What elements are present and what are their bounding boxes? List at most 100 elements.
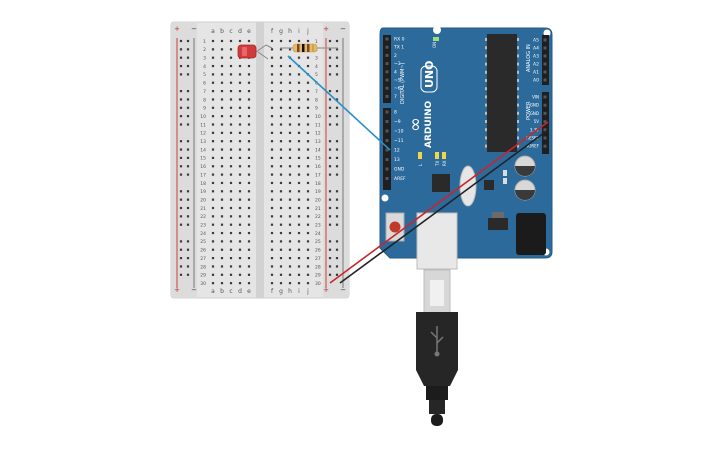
rail-hole[interactable] [335, 73, 339, 76]
breadboard-hole[interactable] [220, 248, 224, 251]
breadboard-hole[interactable] [279, 56, 283, 59]
breadboard-hole[interactable] [229, 48, 233, 51]
breadboard-hole[interactable] [238, 123, 242, 126]
rail-hole[interactable] [186, 73, 190, 76]
rail-hole[interactable] [335, 265, 339, 268]
rail-hole[interactable] [179, 257, 183, 260]
rail-hole[interactable] [186, 90, 190, 93]
breadboard-hole[interactable] [297, 90, 301, 93]
breadboard-hole[interactable] [211, 148, 215, 151]
breadboard-hole[interactable] [270, 115, 274, 118]
rail-hole[interactable] [328, 165, 332, 168]
header-pin[interactable] [385, 37, 389, 41]
rail-hole[interactable] [186, 140, 190, 143]
breadboard-hole[interactable] [279, 273, 283, 276]
breadboard-hole[interactable] [270, 123, 274, 126]
breadboard-hole[interactable] [211, 140, 215, 143]
rail-hole[interactable] [328, 206, 332, 210]
breadboard-hole[interactable] [297, 181, 301, 185]
breadboard-hole[interactable] [247, 115, 251, 118]
header-pin[interactable] [543, 78, 547, 82]
rail-hole[interactable] [186, 98, 190, 101]
rail-hole[interactable] [179, 148, 183, 151]
breadboard-hole[interactable] [238, 156, 242, 159]
breadboard-hole[interactable] [238, 248, 242, 251]
breadboard-hole[interactable] [306, 39, 310, 43]
breadboard-hole[interactable] [288, 156, 292, 159]
breadboard-hole[interactable] [279, 223, 283, 226]
rail-hole[interactable] [335, 257, 339, 260]
breadboard-hole[interactable] [247, 181, 251, 185]
breadboard-hole[interactable] [211, 223, 215, 226]
breadboard-hole[interactable] [270, 131, 274, 134]
breadboard-hole[interactable] [306, 123, 310, 126]
breadboard-hole[interactable] [229, 257, 233, 260]
rail-hole[interactable] [186, 206, 190, 210]
breadboard-hole[interactable] [247, 215, 251, 218]
breadboard-hole[interactable] [220, 265, 224, 268]
rail-hole[interactable] [186, 115, 190, 118]
rail-hole[interactable] [179, 215, 183, 218]
breadboard-hole[interactable] [220, 90, 224, 93]
rail-hole[interactable] [179, 123, 183, 126]
breadboard-hole[interactable] [297, 106, 301, 109]
header-pin[interactable] [543, 144, 547, 148]
rail-hole[interactable] [328, 106, 332, 109]
breadboard-hole[interactable] [306, 64, 310, 68]
breadboard-hole[interactable] [238, 64, 242, 68]
breadboard-hole[interactable] [220, 131, 224, 134]
breadboard-hole[interactable] [211, 257, 215, 260]
breadboard-hole[interactable] [238, 273, 242, 276]
breadboard-hole[interactable] [229, 173, 233, 176]
rail-hole[interactable] [179, 140, 183, 143]
breadboard-hole[interactable] [211, 273, 215, 276]
black-wire-gnd[interactable] [339, 129, 549, 284]
breadboard-hole[interactable] [211, 156, 215, 159]
breadboard-hole[interactable] [220, 206, 224, 210]
breadboard-hole[interactable] [229, 273, 233, 276]
usb-cable[interactable] [416, 269, 458, 426]
breadboard-hole[interactable] [297, 223, 301, 226]
breadboard-hole[interactable] [229, 282, 233, 285]
breadboard-hole[interactable] [288, 273, 292, 276]
breadboard-hole[interactable] [247, 165, 251, 168]
breadboard-hole[interactable] [306, 265, 310, 268]
rail-hole[interactable] [335, 156, 339, 159]
rail-hole[interactable] [335, 48, 339, 51]
breadboard-hole[interactable] [288, 73, 292, 76]
breadboard-hole[interactable] [279, 248, 283, 251]
breadboard-hole[interactable] [288, 64, 292, 68]
rail-hole[interactable] [186, 248, 190, 251]
breadboard-hole[interactable] [247, 198, 251, 201]
breadboard-hole[interactable] [229, 39, 233, 43]
header-pin[interactable] [385, 148, 389, 152]
breadboard-hole[interactable] [211, 206, 215, 210]
arduino-uno-board[interactable]: ARDUINO UNO ∞ DIGITAL (PWM~) ANALOG IN P… [379, 26, 553, 270]
breadboard-hole[interactable] [238, 165, 242, 168]
breadboard-hole[interactable] [297, 140, 301, 143]
breadboard-hole[interactable] [229, 156, 233, 159]
breadboard-hole[interactable] [306, 81, 310, 84]
breadboard-hole[interactable] [247, 64, 251, 68]
breadboard-hole[interactable] [229, 248, 233, 251]
breadboard-hole[interactable] [238, 98, 242, 101]
breadboard-hole[interactable] [297, 265, 301, 268]
rail-hole[interactable] [179, 39, 183, 43]
breadboard-hole[interactable] [211, 39, 215, 43]
rail-hole[interactable] [186, 265, 190, 268]
breadboard-hole[interactable] [306, 190, 310, 193]
breadboard-hole[interactable] [247, 98, 251, 101]
breadboard-hole[interactable] [220, 81, 224, 84]
rail-hole[interactable] [335, 106, 339, 109]
rail-hole[interactable] [335, 240, 339, 243]
header-pin[interactable] [385, 120, 389, 123]
breadboard-hole[interactable] [279, 181, 283, 185]
breadboard-hole[interactable] [238, 140, 242, 143]
rail-hole[interactable] [186, 165, 190, 168]
breadboard-hole[interactable] [306, 181, 310, 185]
breadboard-hole[interactable] [238, 257, 242, 260]
breadboard-hole[interactable] [288, 123, 292, 126]
rail-hole[interactable] [179, 64, 183, 68]
rail-hole[interactable] [179, 98, 183, 101]
breadboard-hole[interactable] [288, 140, 292, 143]
